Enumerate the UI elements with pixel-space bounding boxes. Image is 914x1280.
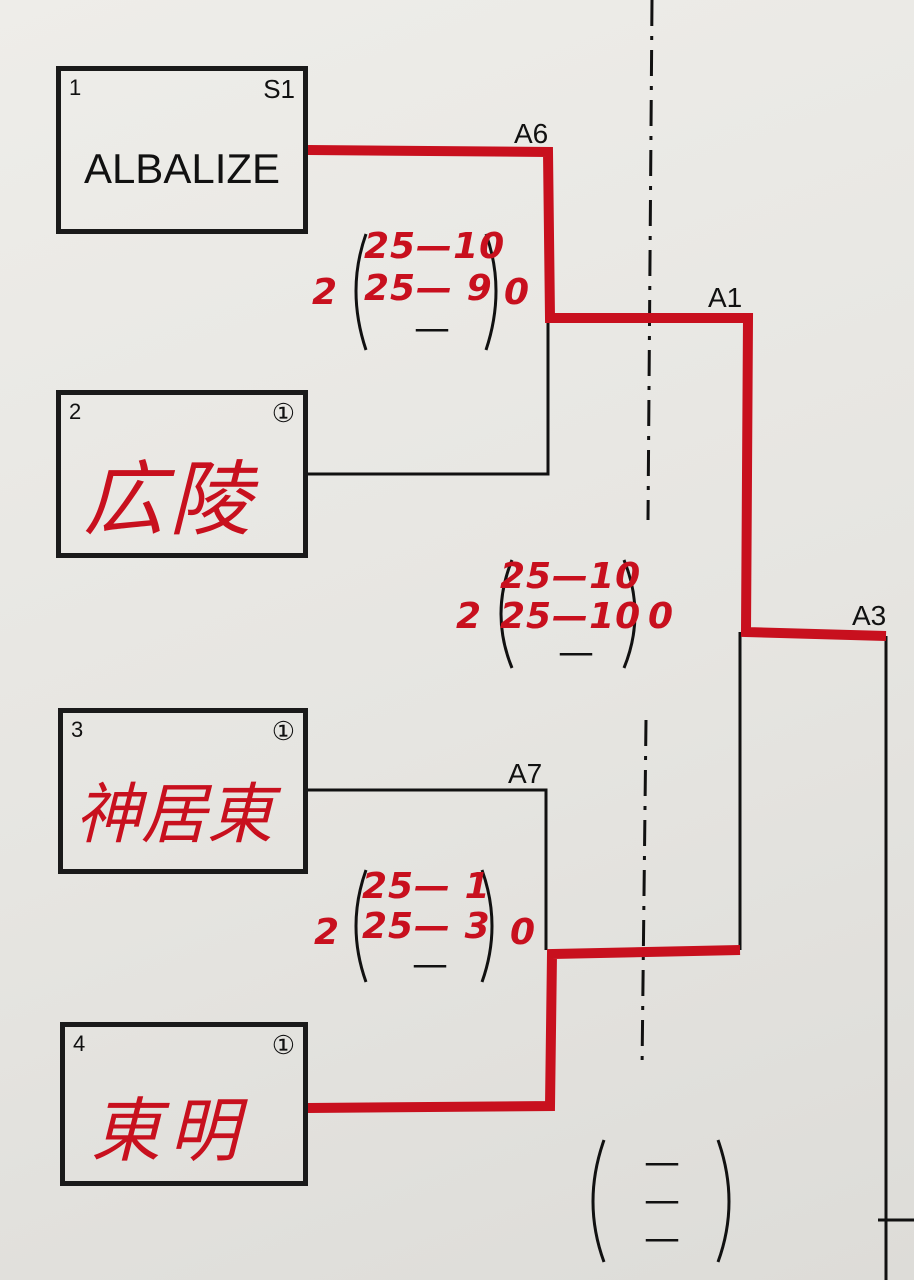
set-score-3: — <box>412 944 448 985</box>
team-box-2: 2 ① 広陵 <box>56 390 308 558</box>
team-name: 広陵 <box>83 453 255 548</box>
set-score-2: 25— 9 <box>364 268 493 309</box>
set-score-2: 25—10 <box>500 596 642 637</box>
team-name: 神居東 <box>75 776 273 853</box>
set-score-2: 25— 3 <box>362 906 491 947</box>
set-score-1: 25— 1 <box>362 866 491 907</box>
seed-number: 4 <box>73 1031 86 1056</box>
set-score-2: — <box>644 1180 680 1221</box>
winner-sets: 2 <box>314 912 340 953</box>
score-brackets <box>354 233 731 1263</box>
team-box-1: 1 S1 ALBALIZE <box>56 66 308 234</box>
seed-mark: S1 <box>263 74 295 104</box>
bracket-black-lines <box>308 318 914 1280</box>
set-score-1: 25—10 <box>364 226 506 267</box>
winner-sets: 2 <box>456 596 482 637</box>
loser-sets: 0 <box>648 596 674 637</box>
seed-number: 1 <box>69 75 82 100</box>
team-box-4: 4 ① 東明 <box>60 1022 308 1186</box>
loser-sets: 0 <box>504 272 530 313</box>
match-label-a1: A1 <box>708 282 743 313</box>
seed-mark: ① <box>271 716 295 746</box>
seed-mark: ① <box>271 398 295 428</box>
seed-number: 3 <box>71 717 84 742</box>
seed-number: 2 <box>69 399 82 424</box>
set-score-3: — <box>558 632 594 673</box>
match-label-a6: A6 <box>514 118 549 149</box>
match-label-a3: A3 <box>852 600 887 631</box>
loser-sets: 0 <box>510 912 536 953</box>
team-name: ALBALIZE <box>83 145 281 192</box>
team-box-3: 3 ① 神居東 <box>58 708 308 874</box>
seed-mark: ① <box>271 1030 295 1060</box>
set-score-1: 25—10 <box>500 556 642 597</box>
set-score-1: — <box>644 1142 680 1183</box>
set-score-3: — <box>414 308 450 349</box>
set-score-3: — <box>644 1218 680 1259</box>
winner-path <box>307 145 887 1113</box>
center-dash-line <box>640 0 654 1071</box>
match-label-a7: A7 <box>508 758 543 789</box>
team-name: 東明 <box>91 1090 247 1172</box>
winner-sets: 2 <box>312 272 338 313</box>
